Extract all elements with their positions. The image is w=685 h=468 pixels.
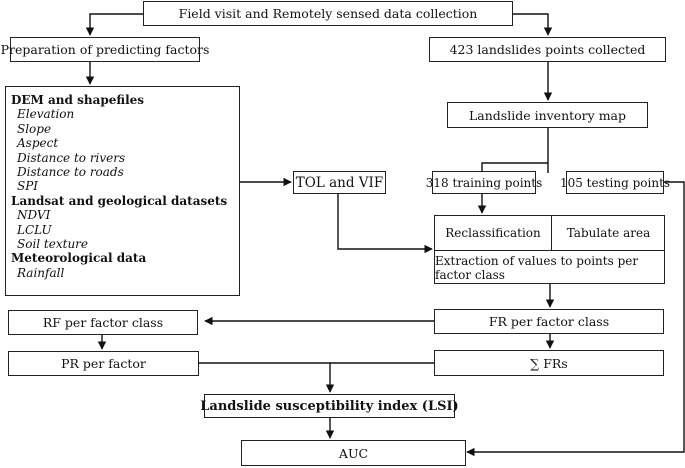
lsi-box: Landslide susceptibility index (LSI) xyxy=(200,394,459,418)
factor-slope: Slope xyxy=(17,121,52,136)
sum-frs-box: ∑ FRs xyxy=(434,350,664,376)
pr-per-factor-box: PR per factor xyxy=(8,351,199,376)
training-points-box: 318 training points xyxy=(426,171,542,194)
reclass-divider-vertical xyxy=(551,216,553,250)
factor-spi: SPI xyxy=(17,179,39,194)
arrow-testing-to-auc xyxy=(466,181,685,457)
arrow-field-to-points xyxy=(513,13,553,36)
factor-ndvi: NDVI xyxy=(17,208,51,223)
extraction-cell: Extraction of values to points per facto… xyxy=(435,253,639,282)
predicting-factors-box: DEM and shapefiles Elevation Slope Aspec… xyxy=(5,86,240,296)
landslide-points-box: 423 landslides points collected xyxy=(429,37,666,62)
factor-aspect: Aspect xyxy=(17,136,59,151)
reclassification-block: Reclassification Tabulate area Extractio… xyxy=(434,215,665,284)
reclassification-cell: Reclassification xyxy=(445,226,541,240)
arrow-tol-to-extraction xyxy=(337,194,433,254)
fr-per-class-box: FR per factor class xyxy=(434,309,664,334)
arrow-pr-to-lsi xyxy=(199,362,335,393)
dem-header: DEM and shapefiles xyxy=(11,93,145,107)
factor-rainfall: Rainfall xyxy=(17,265,65,280)
tabulate-area-cell: Tabulate area xyxy=(566,226,651,240)
rf-per-class-box: RF per factor class xyxy=(8,310,198,335)
inventory-map-box: Landslide inventory map xyxy=(447,102,648,128)
landsat-header: Landsat and geological datasets xyxy=(11,193,228,208)
auc-box: AUC xyxy=(241,440,466,466)
split-line-inventory xyxy=(481,128,549,171)
met-header: Meteorological data xyxy=(11,251,147,266)
factor-lclu: LCLU xyxy=(17,222,52,237)
factor-distance-roads: Distance to roads xyxy=(17,165,124,180)
prep-factors-box: Preparation of predicting factors xyxy=(1,37,209,62)
factor-distance-rivers: Distance to rivers xyxy=(17,150,126,165)
factor-soil-texture: Soil texture xyxy=(17,237,89,252)
factor-elevation: Elevation xyxy=(17,107,75,122)
tol-vif-box: TOL and VIF xyxy=(293,171,386,194)
testing-points-box: 105 testing points xyxy=(560,171,670,194)
arrow-field-to-prep xyxy=(85,13,143,36)
reclass-divider-horizontal xyxy=(435,250,664,252)
field-visit-box: Field visit and Remotely sensed data col… xyxy=(143,1,513,26)
